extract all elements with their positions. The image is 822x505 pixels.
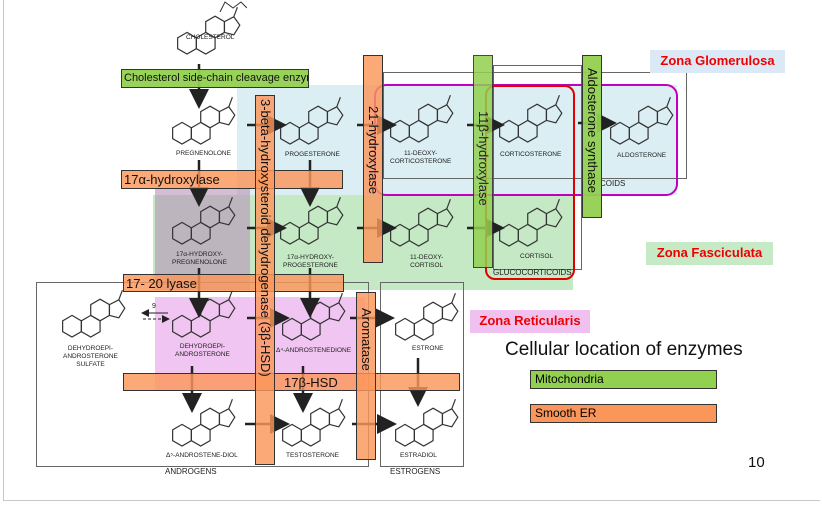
androstenediol-label: Δ⁵-ANDROSTENE-DIOL bbox=[166, 452, 238, 459]
dhea-label: DEHYDROEPI- ANDROSTERONE bbox=[175, 343, 230, 358]
mineralocorticoids-label: COIDS bbox=[600, 179, 626, 188]
estrone-label: ESTRONE bbox=[412, 345, 444, 352]
enzyme-11b-hydroxylase: 11β-hydroxylase bbox=[473, 55, 493, 268]
dheas-label: DEHYDROEPI- ANDROSTERONE SULFATE bbox=[63, 345, 118, 368]
page-number: 10 bbox=[748, 454, 765, 471]
legend-smooth-er: Smooth ER bbox=[530, 404, 717, 423]
androstenedione-label: Δ⁴-ANDROSTENEDIONE bbox=[276, 347, 352, 354]
zona-reticularis-label: Zona Reticularis bbox=[470, 310, 590, 333]
enzyme-21-hydroxylase: 21-hydroxylase bbox=[363, 55, 383, 263]
progesterone-label: PROGESTERONE bbox=[285, 151, 340, 158]
enzyme-17b-hsd: 17β-HSD bbox=[123, 373, 460, 391]
glucocorticoids-box bbox=[493, 65, 582, 270]
aldosterone-label: ALDOSTERONE bbox=[617, 152, 667, 159]
corticosterone-label: CORTICOSTERONE bbox=[500, 151, 562, 158]
slide-frame bbox=[3, 0, 820, 501]
zona-glomerulosa-label: Zona Glomerulosa bbox=[650, 50, 785, 73]
enzyme-3b-hsd: 3-beta-hydroxysteroid dehydrogenase (3β-… bbox=[255, 95, 275, 465]
glucocorticoid-pathway-outline bbox=[485, 85, 575, 280]
glucocorticoids-label: GLUCOCORTICOIDS bbox=[493, 268, 572, 277]
oh-pregnenolone-label: 17α-HYDROXY- PREGNENOLONE bbox=[172, 251, 227, 266]
zona-fasciculata-label: Zona Fasciculata bbox=[646, 242, 773, 265]
estrogens-label: ESTROGENS bbox=[390, 467, 441, 476]
deoxycorticosterone-label: 11-DEOXY- CORTICOSTERONE bbox=[390, 150, 452, 165]
androgens-label: ANDROGENS bbox=[165, 467, 217, 476]
enzyme-17-20-lyase: 17- 20 lyase bbox=[123, 274, 344, 292]
cortisol-label: CORTISOL bbox=[520, 253, 554, 260]
cholesterol-label: CHOLESTEROL bbox=[186, 34, 235, 41]
enzyme-17a-hydroxylase: 17α-hydroxylase bbox=[121, 170, 343, 189]
estradiol-label: ESTRADIOL bbox=[400, 452, 437, 459]
pregnenolone-label: PREGNENOLONE bbox=[176, 150, 231, 157]
enzyme-aldosterone-synthase: Aldosterone synthase bbox=[582, 55, 602, 218]
testosterone-label: TESTOSTERONE bbox=[286, 452, 339, 459]
oh-progesterone-label: 17α-HYDROXY- PROGESTERONE bbox=[283, 254, 338, 269]
sulfatase-step-label: 9 bbox=[152, 303, 156, 310]
enzyme-aromatase: Aromatase bbox=[356, 292, 376, 460]
enzyme-scc: Cholesterol side-chain cleavage enzyme bbox=[121, 69, 309, 88]
deoxycortisol-label: 11-DEOXY- CORTISOL bbox=[410, 254, 444, 269]
cholesterol-structure bbox=[175, 1, 247, 60]
legend-mitochondria: Mitochondria bbox=[530, 370, 717, 389]
legend-title: Cellular location of enzymes bbox=[505, 339, 743, 360]
